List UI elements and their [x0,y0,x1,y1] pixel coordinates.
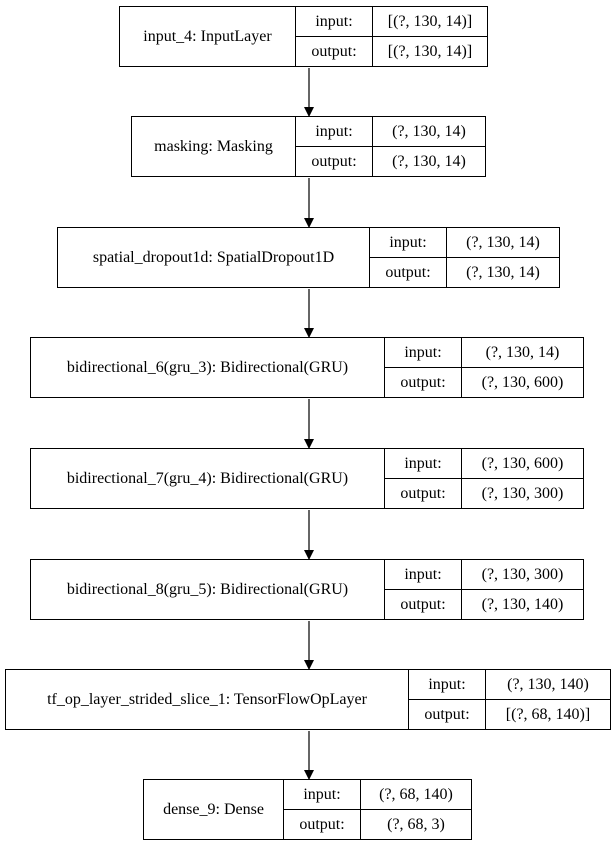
output-label: output: [369,257,447,288]
output-shape: (?, 130, 14) [446,257,560,288]
output-label: output: [295,36,373,67]
layer-name: input_4: InputLayer [119,6,296,67]
input-label: input: [369,227,447,258]
input-shape: (?, 130, 300) [461,559,584,590]
layer-node-bidirectional_6: bidirectional_6(gru_3): Bidirectional(GR… [30,337,584,398]
input-label: input: [295,116,373,147]
input-shape: (?, 130, 14) [446,227,560,258]
layer-name: dense_9: Dense [143,779,284,840]
layer-node-input_4: input_4: InputLayer input: [(?, 130, 14)… [119,6,488,67]
layer-node-bidirectional_7: bidirectional_7(gru_4): Bidirectional(GR… [30,448,584,509]
layer-name: bidirectional_8(gru_5): Bidirectional(GR… [30,559,385,620]
input-shape: (?, 130, 600) [461,448,584,479]
layer-name: tf_op_layer_strided_slice_1: TensorFlowO… [5,669,409,730]
input-label: input: [295,6,373,37]
output-label: output: [408,699,486,730]
output-shape: (?, 130, 140) [461,589,584,620]
layer-node-tf_op_layer_strided_slice_1: tf_op_layer_strided_slice_1: TensorFlowO… [5,669,611,730]
input-label: input: [384,448,462,479]
input-label: input: [283,779,361,810]
layer-node-dense_9: dense_9: Dense input: (?, 68, 140) outpu… [143,779,472,840]
input-shape: (?, 68, 140) [360,779,472,810]
input-shape: (?, 130, 140) [485,669,611,700]
layer-name: bidirectional_6(gru_3): Bidirectional(GR… [30,337,385,398]
output-shape: (?, 130, 300) [461,478,584,509]
layer-name: spatial_dropout1d: SpatialDropout1D [57,227,370,288]
layer-name: masking: Masking [131,116,296,177]
output-shape: [(?, 68, 140)] [485,699,611,730]
output-shape: (?, 130, 600) [461,367,584,398]
input-label: input: [384,559,462,590]
layer-node-spatial_dropout1d: spatial_dropout1d: SpatialDropout1D inpu… [57,227,560,288]
input-label: input: [384,337,462,368]
input-shape: (?, 130, 14) [461,337,584,368]
output-shape: [(?, 130, 14)] [372,36,488,67]
output-label: output: [384,367,462,398]
layer-node-bidirectional_8: bidirectional_8(gru_5): Bidirectional(GR… [30,559,584,620]
output-label: output: [384,478,462,509]
input-label: input: [408,669,486,700]
output-label: output: [283,809,361,840]
input-shape: [(?, 130, 14)] [372,6,488,37]
output-label: output: [295,146,373,177]
layer-name: bidirectional_7(gru_4): Bidirectional(GR… [30,448,385,509]
output-shape: (?, 68, 3) [360,809,472,840]
input-shape: (?, 130, 14) [372,116,486,147]
output-label: output: [384,589,462,620]
layer-node-masking: masking: Masking input: (?, 130, 14) out… [131,116,486,177]
output-shape: (?, 130, 14) [372,146,486,177]
